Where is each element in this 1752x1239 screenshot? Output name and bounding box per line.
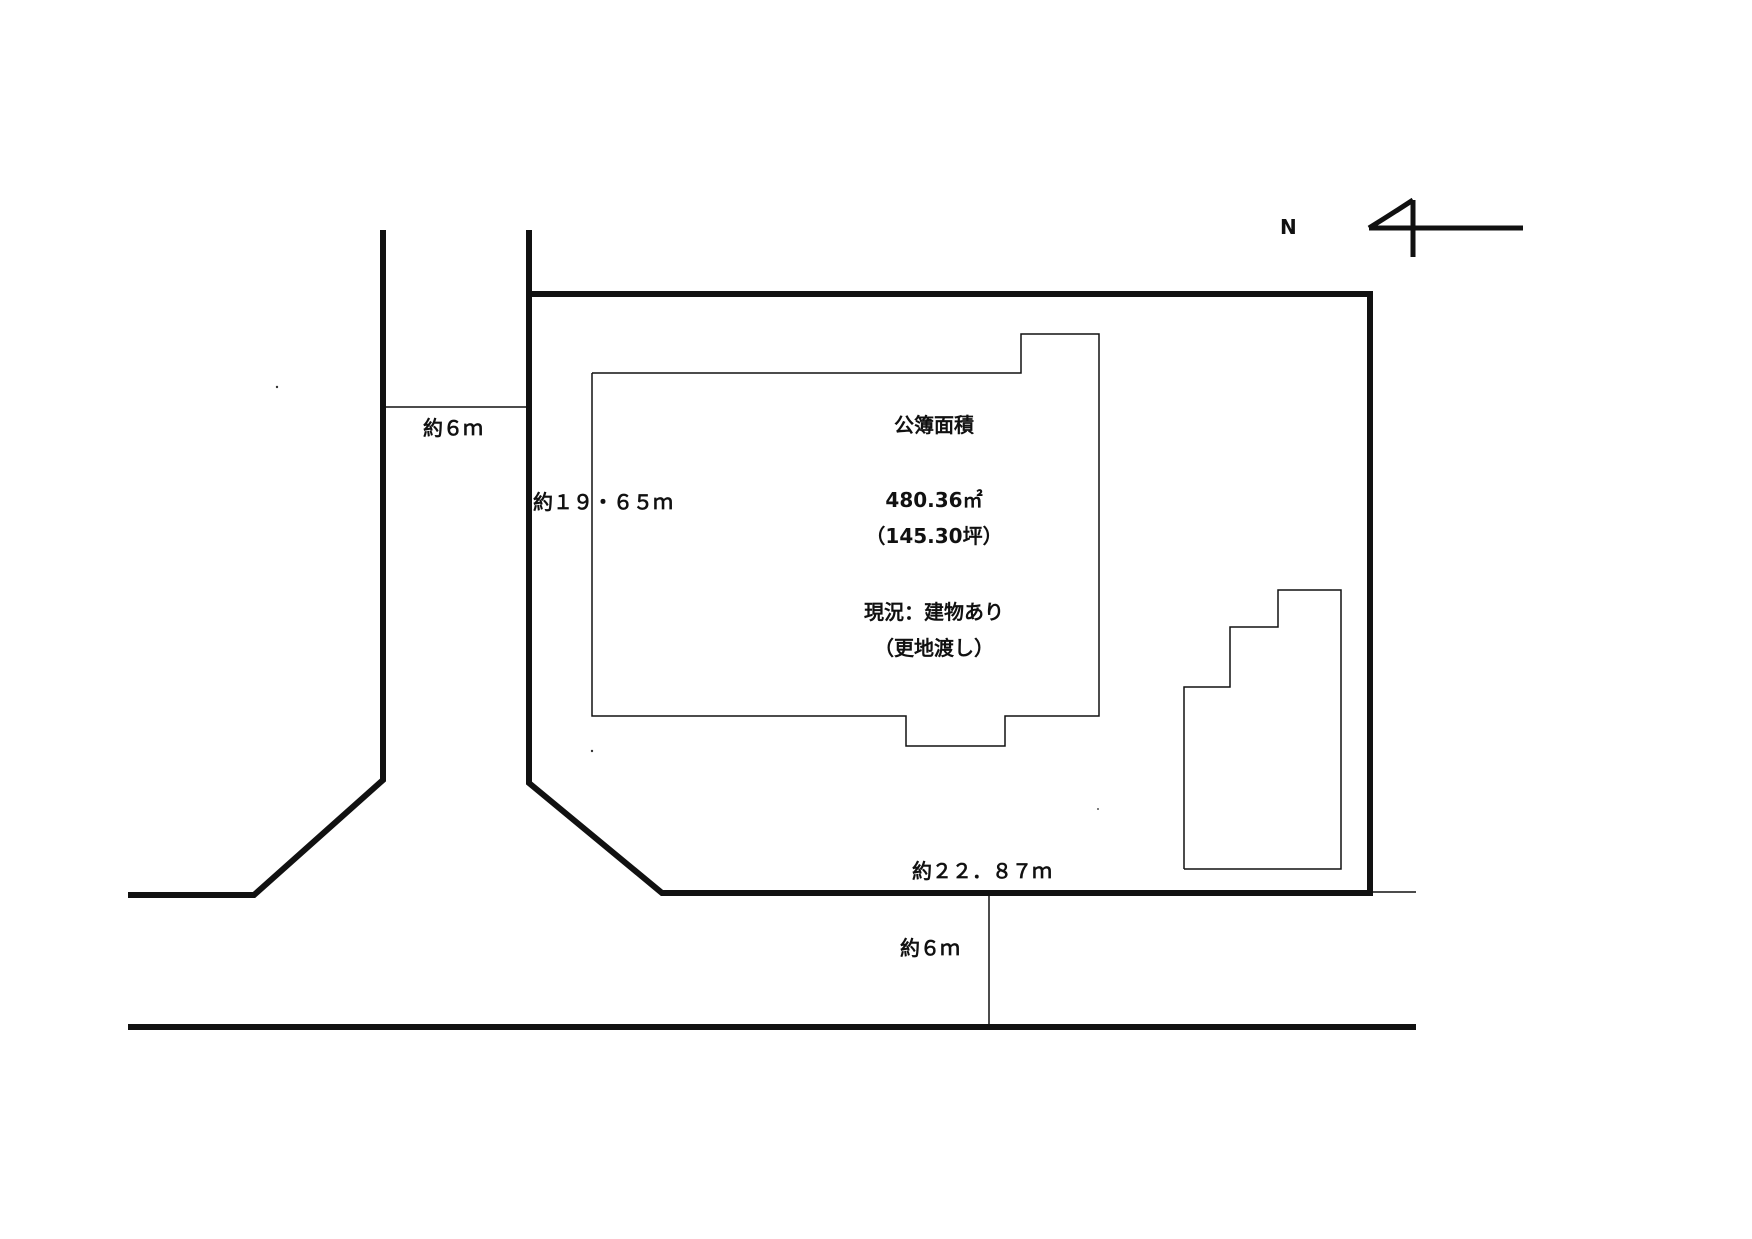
area-tsubo: （145.30坪）: [865, 524, 1002, 548]
speck: [1097, 808, 1099, 810]
lot-boundary: [526, 291, 1373, 896]
west-road-width-label: 約６ｍ: [423, 416, 483, 440]
annex-building-outline: [1183, 589, 1342, 870]
main-building-outline: [591, 333, 1100, 747]
west-road-left-edge: [128, 230, 386, 898]
north-label: N: [1280, 215, 1297, 239]
lot-depth-label: 約２２．８７ｍ: [912, 859, 1052, 883]
north-arrow-icon: [1367, 197, 1523, 257]
south-road-width-label: 約６ｍ: [900, 936, 960, 960]
lot-status: 現況：建物あり: [864, 600, 1004, 624]
area-sqm: 480.36㎡: [885, 488, 982, 512]
lot-status-note: （更地渡し）: [874, 636, 994, 660]
area-title: 公簿面積: [894, 413, 975, 437]
speck: [590, 749, 594, 753]
speck: [275, 385, 279, 389]
lot-frontage-label: 約１９・６５ｍ: [533, 490, 673, 514]
